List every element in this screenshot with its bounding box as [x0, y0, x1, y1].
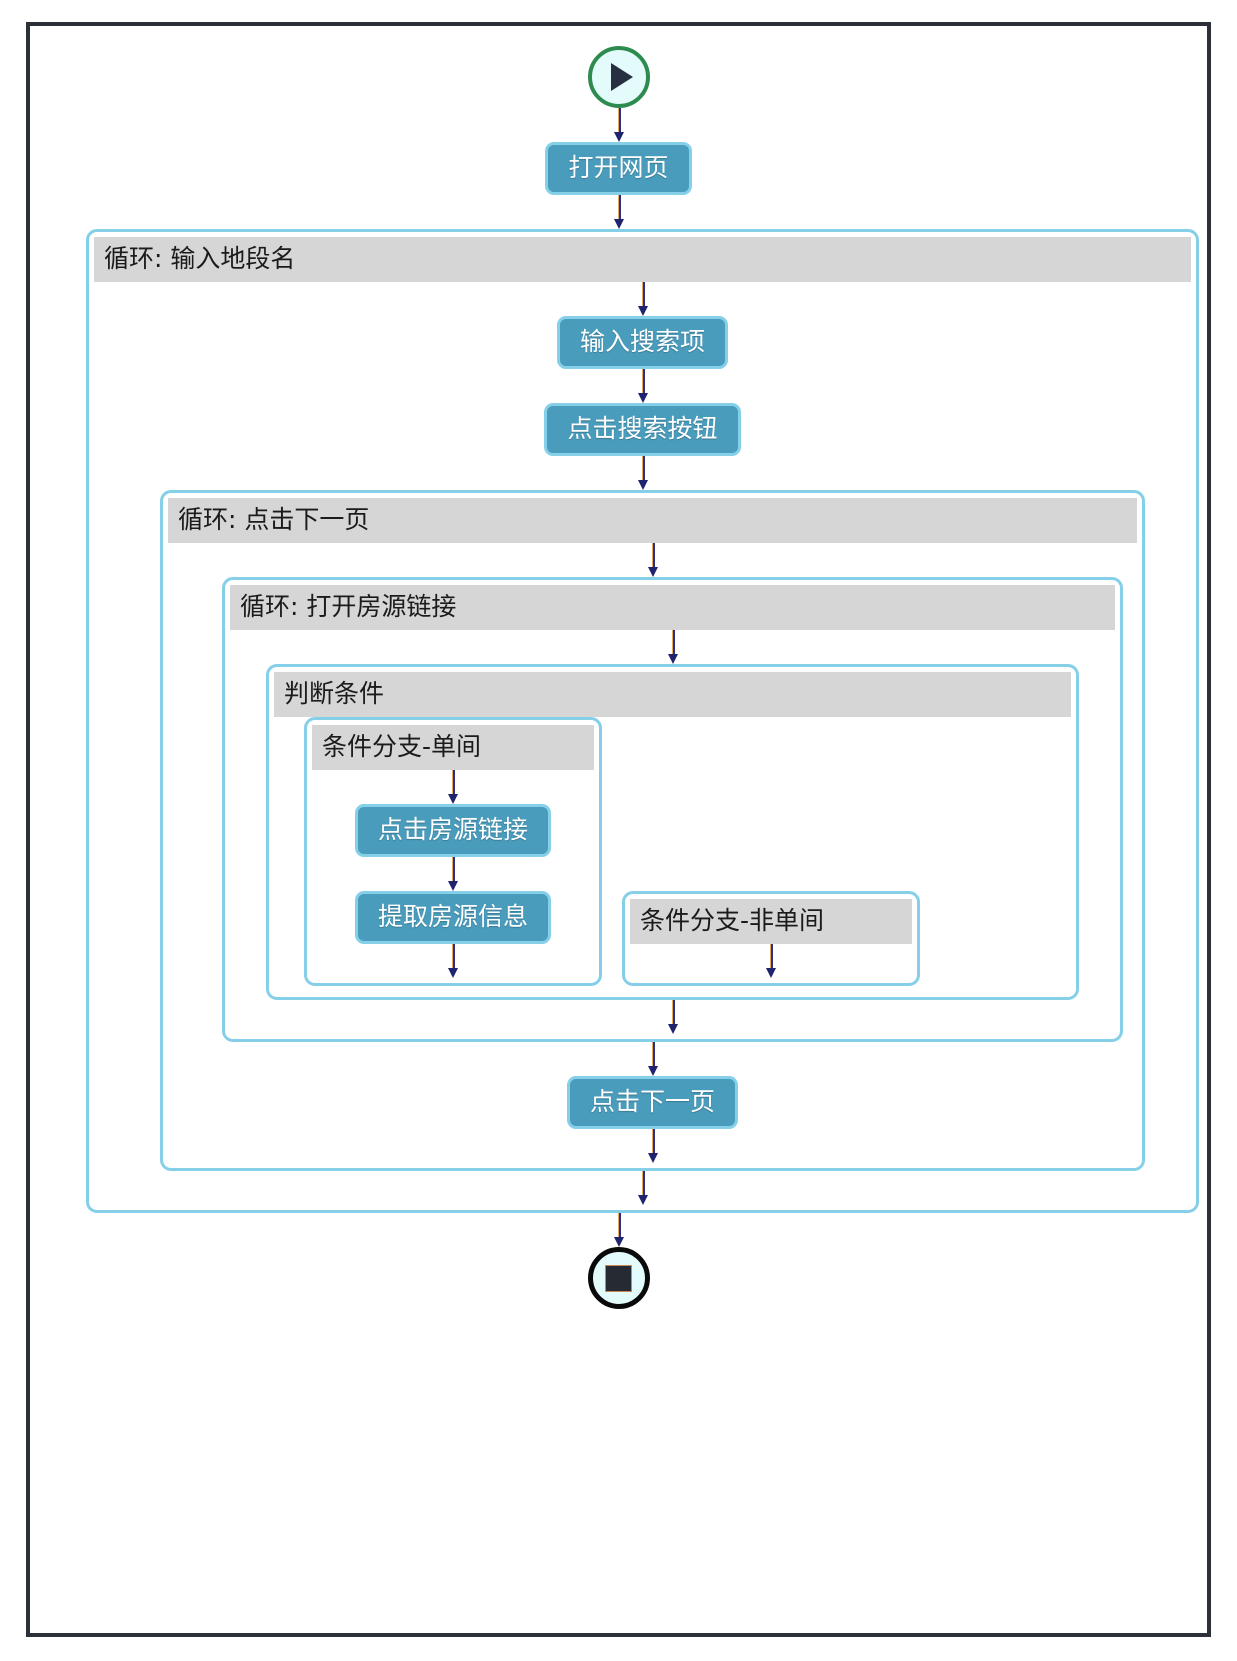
arrow-shaft — [651, 543, 655, 569]
arrow-head — [637, 1195, 648, 1205]
arrow-shaft — [641, 282, 645, 308]
arrow-head — [667, 654, 678, 664]
arrow-shaft — [641, 369, 645, 395]
play-icon — [610, 63, 633, 91]
node-click-search-button-wrap: 点击搜索按钮 — [94, 403, 1191, 456]
node-click-search-button[interactable]: 点击搜索按钮 — [544, 403, 741, 456]
branch-single-room[interactable]: 条件分支-单间 点击房源链接 — [304, 717, 602, 986]
arrow-head — [667, 1024, 678, 1034]
connector-arrow — [446, 857, 460, 891]
arrow-shaft — [452, 944, 455, 970]
connector-arrow — [646, 543, 660, 577]
container-body-condition: 条件分支-单间 点击房源链接 — [274, 717, 1071, 992]
diagram-frame: 打开网页 循环: 输入地段名 输入搜索项 — [26, 22, 1211, 1637]
connector-arrow — [612, 108, 626, 142]
connector-arrow — [636, 282, 650, 316]
arrow-shaft — [651, 1042, 655, 1068]
start-node[interactable] — [587, 46, 650, 108]
arrow-shaft — [452, 857, 455, 883]
node-click-listing-link-wrap: 点击房源链接 — [312, 804, 594, 857]
container-condition[interactable]: 判断条件 条件分支-单间 — [266, 664, 1079, 1000]
arrow-head — [637, 393, 648, 403]
arrow-head — [647, 567, 658, 577]
container-header-loop-open-listing-link: 循环: 打开房源链接 — [230, 585, 1115, 630]
arrow-head — [637, 306, 648, 316]
connector-arrow — [764, 944, 778, 978]
connector-arrow — [612, 1213, 626, 1247]
arrow-head — [647, 1153, 658, 1163]
connector-arrow — [612, 195, 626, 229]
node-open-page-wrap: 打开网页 — [30, 142, 1207, 195]
connector-arrow — [636, 369, 650, 403]
container-body-loop-open-listing-link: 判断条件 条件分支-单间 — [230, 630, 1115, 1034]
end-node[interactable] — [587, 1247, 650, 1309]
arrow-shaft — [617, 195, 621, 221]
node-click-next-page[interactable]: 点击下一页 — [566, 1076, 738, 1129]
arrow-shaft — [641, 456, 645, 482]
container-header-condition: 判断条件 — [274, 672, 1071, 717]
connector-arrow — [446, 944, 460, 978]
arrow-shaft — [671, 630, 675, 656]
diagram-canvas: 打开网页 循环: 输入地段名 输入搜索项 — [30, 26, 1207, 1633]
arrow-head — [448, 968, 458, 978]
branch-header-not-single-room: 条件分支-非单间 — [630, 899, 912, 944]
arrow-shaft — [617, 1213, 621, 1239]
arrow-head — [613, 132, 624, 142]
arrow-head — [637, 480, 648, 490]
node-input-search-term-wrap: 输入搜索项 — [94, 316, 1191, 369]
arrow-shaft — [641, 1171, 645, 1197]
connector-arrow — [666, 1000, 680, 1034]
arrow-head — [448, 881, 458, 891]
node-input-search-term[interactable]: 输入搜索项 — [556, 316, 728, 369]
connector-arrow — [446, 770, 460, 804]
arrow-shaft — [770, 944, 773, 970]
container-loop-input-district[interactable]: 循环: 输入地段名 输入搜索项 点击搜索按钮 — [86, 229, 1199, 1213]
connector-arrow — [636, 1171, 650, 1205]
node-extract-listing-info[interactable]: 提取房源信息 — [354, 891, 551, 944]
arrow-shaft — [651, 1129, 655, 1155]
arrow-shaft — [617, 108, 621, 134]
container-body-loop-input-district: 输入搜索项 点击搜索按钮 循环: 点击下一 — [94, 282, 1191, 1205]
connector-arrow — [666, 630, 680, 664]
container-header-loop-click-next-page: 循环: 点击下一页 — [168, 498, 1137, 543]
branch-header-single-room: 条件分支-单间 — [312, 725, 594, 770]
condition-branch-row: 条件分支-单间 点击房源链接 — [274, 717, 1071, 992]
arrow-head — [647, 1066, 658, 1076]
arrow-head — [448, 794, 458, 804]
start-node-wrap — [30, 26, 1207, 108]
container-loop-click-next-page[interactable]: 循环: 点击下一页 循环: 打开房源链接 — [160, 490, 1145, 1171]
container-body-loop-click-next-page: 循环: 打开房源链接 判断条件 — [168, 543, 1137, 1163]
connector-arrow — [646, 1129, 660, 1163]
node-open-page[interactable]: 打开网页 — [545, 142, 692, 195]
container-header-loop-input-district: 循环: 输入地段名 — [94, 237, 1191, 282]
connector-arrow — [646, 1042, 660, 1076]
arrow-head — [766, 968, 776, 978]
arrow-head — [613, 1237, 624, 1247]
node-click-next-page-wrap: 点击下一页 — [168, 1076, 1137, 1129]
container-loop-open-listing-link[interactable]: 循环: 打开房源链接 判断条件 — [222, 577, 1123, 1042]
branch-not-single-room[interactable]: 条件分支-非单间 — [622, 891, 920, 986]
arrow-shaft — [452, 770, 455, 796]
stop-icon — [605, 1264, 632, 1292]
arrow-head — [613, 219, 624, 229]
arrow-shaft — [671, 1000, 675, 1026]
end-node-wrap — [30, 1247, 1207, 1309]
connector-arrow — [636, 456, 650, 490]
node-click-listing-link[interactable]: 点击房源链接 — [354, 804, 551, 857]
node-extract-listing-info-wrap: 提取房源信息 — [312, 891, 594, 944]
